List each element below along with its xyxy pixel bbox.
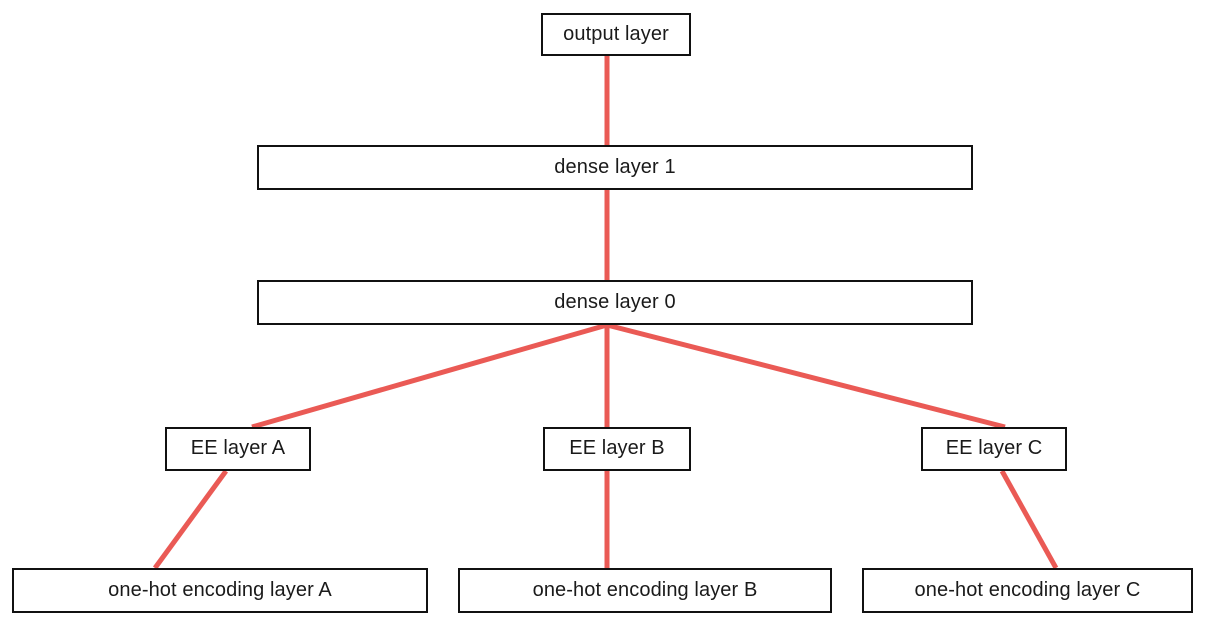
node-ee-layer-c-label: EE layer C [945,437,1043,459]
node-output-layer-label: output layer [563,22,669,45]
node-dense-layer-0[interactable]: dense layer 0 [257,280,973,325]
node-one-hot-encoding-layer-c-label: one-hot encoding layer C [914,578,1141,601]
edge-onehot-c-to-ee-c [999,469,1059,570]
node-ee-layer-c[interactable]: EE layer C [921,427,1067,471]
node-dense-layer-1-label: dense layer 1 [554,155,676,178]
node-one-hot-encoding-layer-b-label: one-hot encoding layer B [532,578,758,601]
edge-ee-c-to-dense0 [606,322,1006,430]
node-ee-layer-a-label: EE layer A [190,437,286,459]
node-dense-layer-1[interactable]: dense layer 1 [257,145,973,190]
node-one-hot-encoding-layer-a-label: one-hot encoding layer A [108,578,332,601]
node-ee-layer-b-label: EE layer B [569,437,665,459]
node-ee-layer-b[interactable]: EE layer B [543,427,691,471]
node-one-hot-encoding-layer-a[interactable]: one-hot encoding layer A [12,568,428,613]
node-one-hot-encoding-layer-c[interactable]: one-hot encoding layer C [862,568,1193,613]
node-one-hot-encoding-layer-b[interactable]: one-hot encoding layer B [458,568,832,613]
node-dense-layer-0-label: dense layer 0 [554,290,676,313]
node-ee-layer-a[interactable]: EE layer A [165,427,311,471]
node-output-layer[interactable]: output layer [541,13,691,56]
edge-ee-a-to-dense0 [251,322,608,430]
edge-onehot-a-to-ee-a [152,469,229,570]
